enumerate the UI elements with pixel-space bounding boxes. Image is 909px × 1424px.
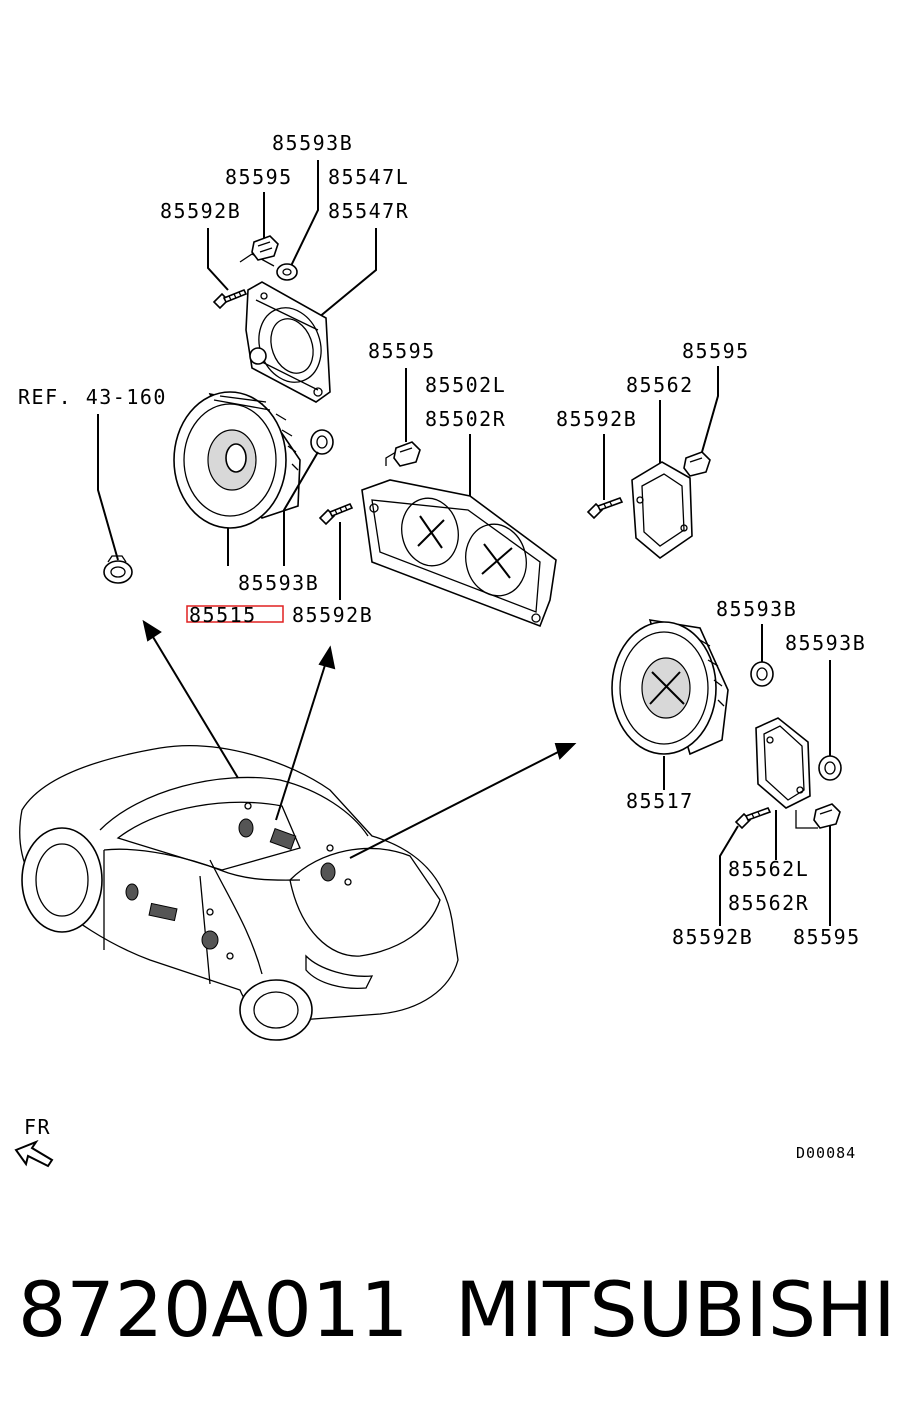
callout-85547r[interactable]: 85547R xyxy=(328,199,409,223)
location-arrows xyxy=(142,619,577,859)
callout-85592b-front[interactable]: 85592B xyxy=(292,603,373,627)
clip-nut-icon xyxy=(251,235,279,261)
fr-label: FR xyxy=(24,1115,51,1139)
rear-cover-group: 85595 85562 85592B xyxy=(556,339,750,560)
washer-rear-b-icon xyxy=(818,755,842,781)
speaker-cover-icon xyxy=(631,461,693,560)
callout-85562l[interactable]: 85562L xyxy=(728,857,809,881)
rear-bracket-icon xyxy=(755,717,811,809)
grommet-icon xyxy=(103,555,133,584)
top-speaker-bracket-group: 85593B 85595 85547L 85592B 85547R xyxy=(160,131,409,403)
leader-85593b-front xyxy=(283,451,319,566)
screw-rear-icon xyxy=(734,807,772,830)
screw-front-icon xyxy=(318,502,354,526)
speaker-85517-icon xyxy=(611,619,729,756)
screw-cover-icon xyxy=(586,497,624,520)
clip-nut-rear-icon xyxy=(813,803,841,829)
callout-85595-rear[interactable]: 85595 xyxy=(793,925,861,949)
callout-85595-top[interactable]: 85595 xyxy=(225,165,293,189)
leader-ref xyxy=(97,414,119,561)
washer-front-icon xyxy=(310,429,334,455)
door-panel-group: 85595 85502L 85502R xyxy=(361,339,557,628)
brand-title: MITSUBISHI xyxy=(455,1265,896,1354)
callout-85562[interactable]: 85562 xyxy=(626,373,694,397)
part-number-title: 8720A011 xyxy=(18,1265,409,1354)
washer-icon xyxy=(276,263,298,281)
leader-85547r xyxy=(317,228,377,319)
callout-85502l[interactable]: 85502L xyxy=(425,373,506,397)
callout-85593b-front[interactable]: 85593B xyxy=(238,571,319,595)
callout-85593b-top[interactable]: 85593B xyxy=(272,131,353,155)
leader-rear-dash xyxy=(795,810,818,829)
highlight-box xyxy=(186,605,284,623)
screw-icon xyxy=(212,288,248,310)
speaker-bracket-icon xyxy=(245,281,331,403)
callout-85592b-top[interactable]: 85592B xyxy=(160,199,241,223)
callout-85547l[interactable]: 85547L xyxy=(328,165,409,189)
callout-85517[interactable]: 85517 xyxy=(626,789,694,813)
clip-nut-cover-icon xyxy=(683,451,711,477)
callout-85595-door[interactable]: 85595 xyxy=(368,339,436,363)
callout-85502r[interactable]: 85502R xyxy=(425,407,506,431)
callout-85593b-rear-b[interactable]: 85593B xyxy=(785,631,866,655)
clip-nut-door-icon xyxy=(393,441,421,467)
washer-rear-a-icon xyxy=(750,661,774,687)
leader-bracket-dash xyxy=(239,253,275,267)
door-speaker-panel-icon xyxy=(361,479,557,628)
vehicle-outline-icon xyxy=(19,745,459,1041)
front-speaker-group: REF. 43-160 xyxy=(18,385,373,627)
callout-85562r[interactable]: 85562R xyxy=(728,891,809,915)
callout-85592b-cover[interactable]: 85592B xyxy=(556,407,637,431)
diagram-code: D00084 xyxy=(796,1144,856,1162)
callout-85593b-rear-a[interactable]: 85593B xyxy=(716,597,797,621)
callout-85515[interactable]: 85515 xyxy=(189,603,257,627)
speaker-85515-icon xyxy=(173,391,301,529)
leader-85592b-rear xyxy=(719,825,739,926)
callout-85595-cover[interactable]: 85595 xyxy=(682,339,750,363)
leader-85595-cover xyxy=(701,366,719,453)
leader-85593b-top xyxy=(289,160,319,269)
leader-door-dash xyxy=(385,451,397,466)
callout-ref-43-160[interactable]: REF. 43-160 xyxy=(18,385,167,409)
front-direction-indicator: FR xyxy=(14,1115,54,1168)
rear-speaker-group: 85593B 85593B xyxy=(611,597,866,949)
front-arrow-icon xyxy=(14,1139,54,1168)
callout-85592b-rear[interactable]: 85592B xyxy=(672,925,753,949)
leader-85592b-top xyxy=(207,228,229,291)
